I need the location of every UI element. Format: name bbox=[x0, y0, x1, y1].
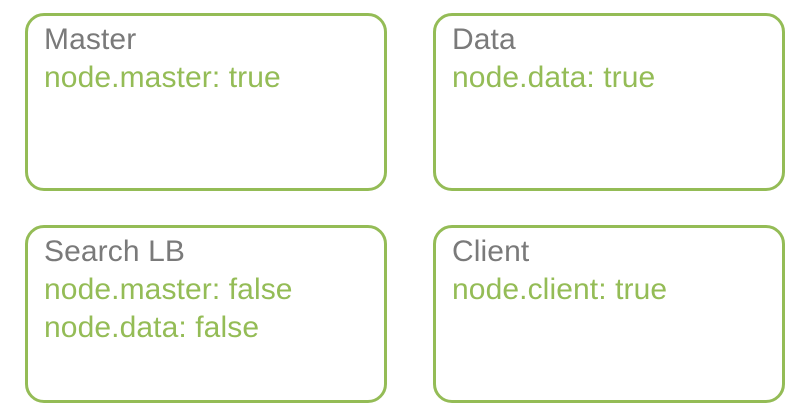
node-box-title: Search LB bbox=[44, 235, 185, 268]
node-box-search-lb[interactable]: Search LB node.master: false node.data: … bbox=[25, 225, 387, 403]
node-box-title: Client bbox=[452, 235, 530, 268]
node-box-property: node.master: true bbox=[44, 61, 281, 94]
node-box-title: Data bbox=[452, 23, 516, 56]
node-box-client[interactable]: Client node.client: true bbox=[433, 225, 785, 403]
node-box-property: node.client: true bbox=[452, 273, 668, 306]
node-box-property: node.data: false bbox=[44, 311, 260, 344]
node-box-title: Master bbox=[44, 23, 137, 56]
node-box-property: node.data: true bbox=[452, 61, 656, 94]
node-box-property: node.master: false bbox=[44, 273, 293, 306]
node-box-data[interactable]: Data node.data: true bbox=[433, 13, 785, 191]
node-box-master[interactable]: Master node.master: true bbox=[25, 13, 387, 191]
